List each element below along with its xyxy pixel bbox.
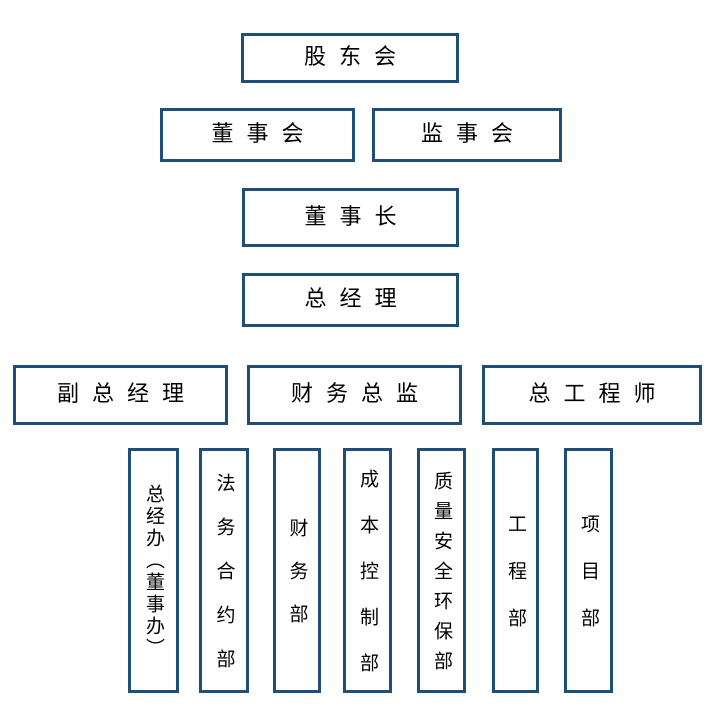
dept-box-quality-safety-environment-dept: 质量安全环保部: [417, 448, 466, 693]
org-box-shareholders-meeting: 股东会: [241, 33, 459, 83]
dept-box-label: 总经办（董事办）: [143, 484, 165, 660]
dept-box-label: 项目部: [578, 514, 600, 655]
org-box-label: 股东会: [303, 45, 409, 70]
org-box-chief-engineer: 总工程师: [482, 365, 702, 425]
org-box-label: 总经理: [304, 287, 410, 312]
org-box-financial-director: 财务总监: [247, 365, 462, 425]
org-box-label: 董事长: [304, 204, 410, 230]
org-box-label: 财务总监: [290, 382, 431, 407]
dept-box-label: 工程部: [505, 514, 527, 655]
org-box-deputy-general-manager: 副总经理: [13, 365, 228, 425]
org-box-general-manager: 总经理: [242, 273, 459, 327]
org-box-supervisory-board: 监事会: [372, 108, 562, 162]
org-box-label: 副总经理: [56, 382, 197, 407]
dept-box-label: 成本控制部: [357, 469, 379, 699]
dept-box-label: 法务合约部: [213, 473, 236, 693]
org-box-label: 董事会: [211, 122, 317, 147]
dept-box-project-dept: 项目部: [564, 448, 613, 693]
org-box-label: 总工程师: [528, 382, 669, 407]
org-box-label: 监事会: [420, 122, 526, 147]
dept-box-finance-dept: 财务部: [273, 448, 321, 693]
dept-box-cost-control-dept: 成本控制部: [343, 448, 392, 699]
dept-box-engineering-dept: 工程部: [492, 448, 539, 693]
dept-box-general-manager-office: 总经办（董事办）: [128, 448, 179, 693]
org-box-chairman: 董事长: [242, 188, 459, 247]
org-box-board-of-directors: 董事会: [160, 108, 355, 162]
dept-box-label: 质量安全环保部: [431, 471, 453, 681]
dept-box-label: 财务部: [286, 518, 309, 647]
dept-box-legal-contract-dept: 法务合约部: [199, 448, 249, 693]
